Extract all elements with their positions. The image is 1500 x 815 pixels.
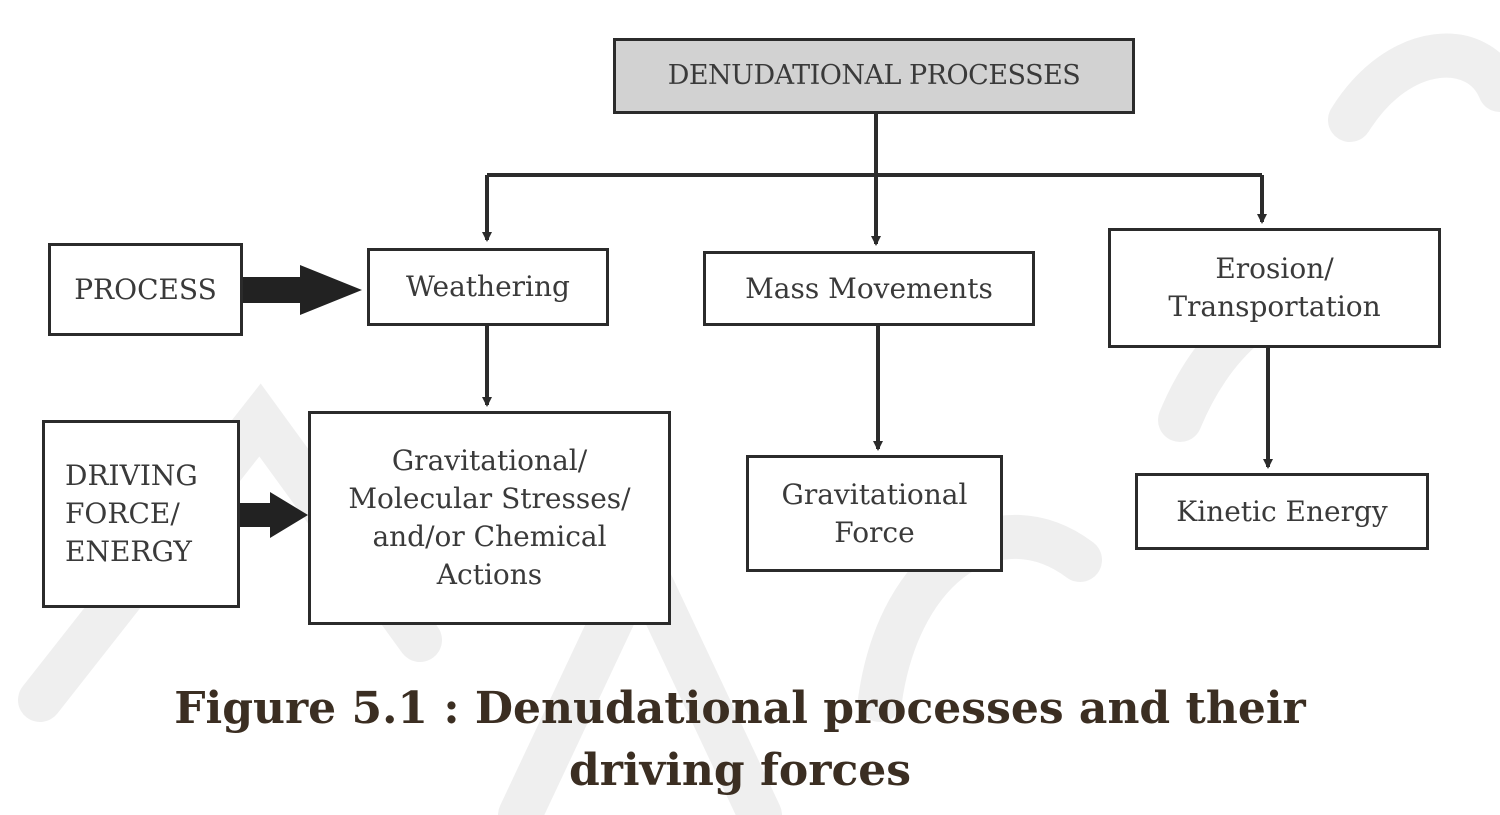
figure-caption: Figure 5.1 : Denudational processes and … (174, 683, 1306, 796)
denudational-processes-node: DENUDATIONAL PROCESSES (613, 38, 1135, 114)
erosion-transportation-node: Erosion/ Transportation (1108, 228, 1441, 348)
weathering-node: Weathering (367, 248, 609, 326)
process-label-node: PROCESS (48, 243, 243, 336)
erosion-force-node: Kinetic Energy (1135, 473, 1429, 550)
driving-force-label-node: DRIVING FORCE/ ENERGY (42, 420, 240, 608)
mass-movements-node: Mass Movements (703, 251, 1035, 326)
weathering-force-node: Gravitational/ Molecular Stresses/ and/o… (308, 411, 671, 625)
process-block-arrow (243, 265, 362, 315)
mass-movements-force-node: Gravitational Force (746, 455, 1003, 572)
driving-force-block-arrow (238, 492, 308, 538)
